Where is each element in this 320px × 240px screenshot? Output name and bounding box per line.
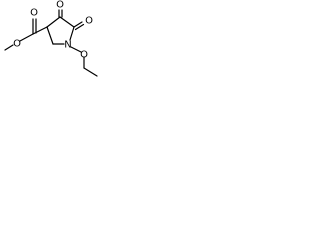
atom-label-n-o: O [80, 50, 88, 61]
atom-labels: O O O O N O [13, 0, 93, 61]
bond-c4-c5 [59, 16, 75, 28]
atom-label-ketone-o: O [56, 0, 64, 11]
bond-carbonyl-c3 [32, 26, 48, 35]
molecule-drawing: O O O O N O [4, 0, 98, 77]
atom-label-ester-methoxy-o: O [13, 39, 21, 50]
bond-ch2-ch3 [83, 67, 98, 77]
bond-c5-n [69, 26, 75, 41]
atom-label-ester-carbonyl-o: O [30, 8, 38, 19]
bond-o-carbonyl-c [19, 33, 34, 42]
bond-methyl-o [4, 44, 14, 51]
structure-diagram: O O O O N O [0, 0, 118, 78]
bond-c5-o-double-a [73, 21, 83, 28]
atom-label-lactam-o: O [85, 16, 93, 27]
atom-label-ring-n: N [64, 40, 71, 51]
bond-c2-c3 [46, 26, 54, 45]
bonds [4, 9, 98, 77]
bond-n-o [70, 46, 82, 53]
bond-c3-c4 [46, 16, 61, 28]
bond-c5-o-double-b [74, 23, 85, 31]
